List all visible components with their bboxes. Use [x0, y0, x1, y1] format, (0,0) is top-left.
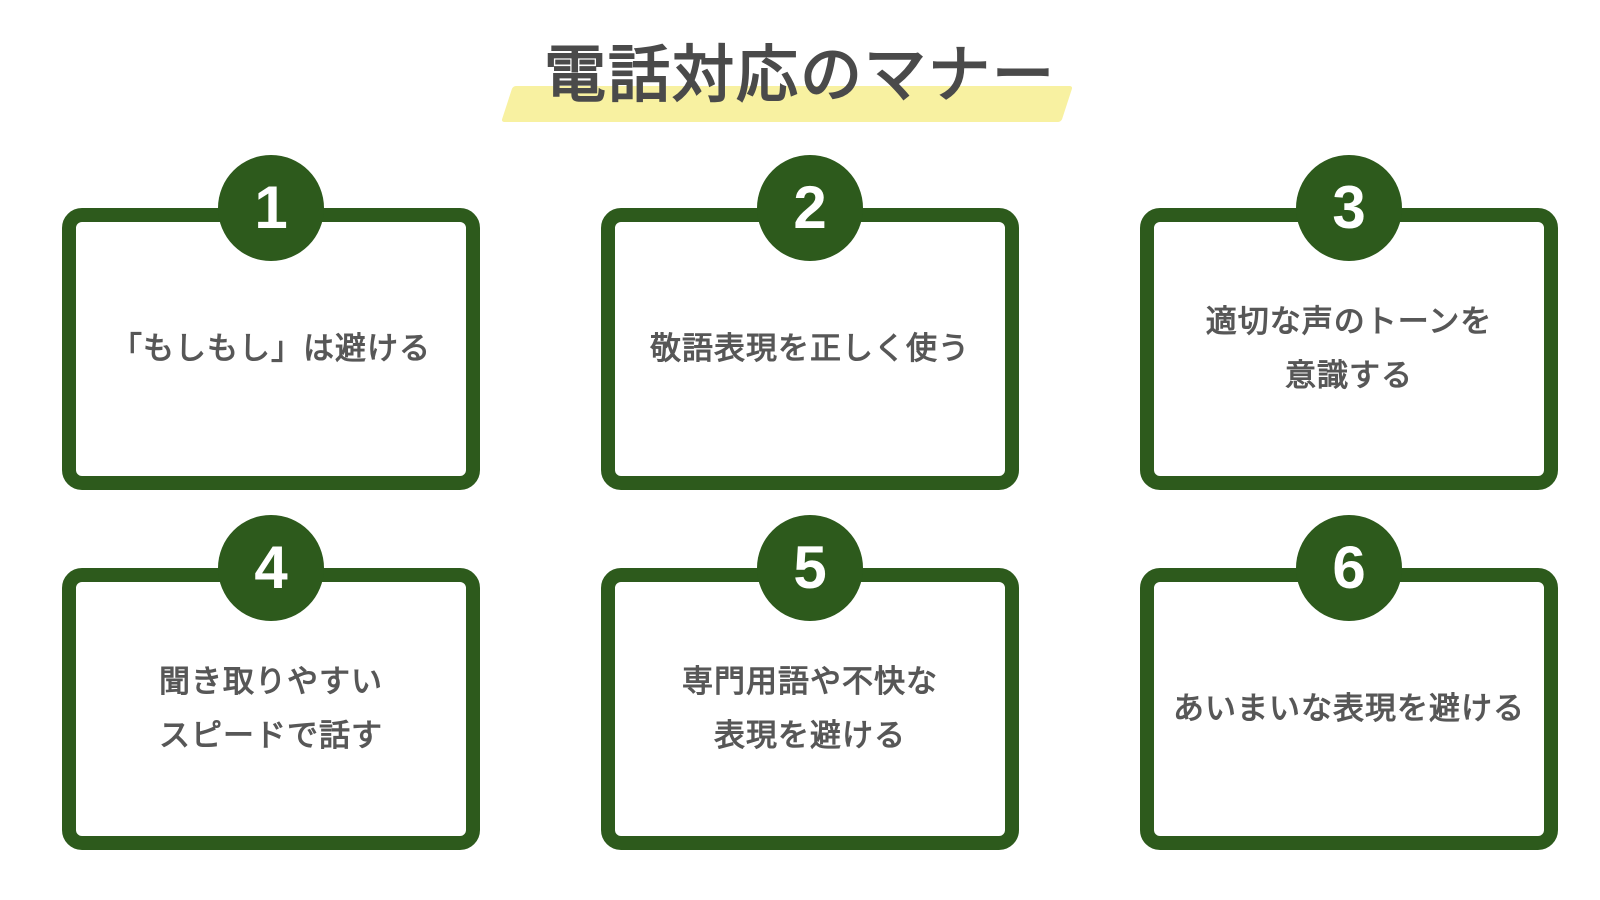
card: 2 敬語表現を正しく使う [601, 155, 1019, 490]
card-text: 適切な声のトーンを 意識する [1205, 303, 1493, 393]
card-body: 専門用語や不快な 表現を避ける [601, 568, 1019, 850]
page-title: 電話対応のマナー [543, 41, 1056, 110]
card-number: 1 [254, 174, 288, 241]
card: 4 聞き取りやすい スピードで話す [62, 515, 480, 850]
card-number-badge: 6 [1296, 515, 1402, 621]
cards-grid: 1 「もしもし」は避ける 2 敬語表現を正しく使う 3 適切な声のトーンを 意識… [62, 155, 1558, 850]
header: 電話対応のマナー [0, 40, 1600, 122]
card: 1 「もしもし」は避ける [62, 155, 480, 490]
card-text: あいまいな表現を避ける [1173, 690, 1525, 726]
card-body: あいまいな表現を避ける [1140, 568, 1558, 850]
card-text: 聞き取りやすい スピードで話す [159, 663, 383, 753]
card-text: 「もしもし」は避ける [111, 330, 431, 366]
card-number-badge: 2 [757, 155, 863, 261]
card-number-badge: 5 [757, 515, 863, 621]
card-number-badge: 4 [218, 515, 324, 621]
card: 5 専門用語や不快な 表現を避ける [601, 515, 1019, 850]
card-number: 6 [1332, 534, 1366, 601]
card-number: 3 [1332, 174, 1366, 241]
card-number: 2 [793, 174, 827, 241]
card-text: 敬語表現を正しく使う [650, 330, 970, 366]
card-number: 5 [793, 534, 827, 601]
card-text: 専門用語や不快な 表現を避ける [682, 663, 938, 753]
card: 3 適切な声のトーンを 意識する [1140, 155, 1558, 490]
card: 6 あいまいな表現を避ける [1140, 515, 1558, 850]
card-number: 4 [254, 534, 288, 601]
card-number-badge: 1 [218, 155, 324, 261]
card-number-badge: 3 [1296, 155, 1402, 261]
